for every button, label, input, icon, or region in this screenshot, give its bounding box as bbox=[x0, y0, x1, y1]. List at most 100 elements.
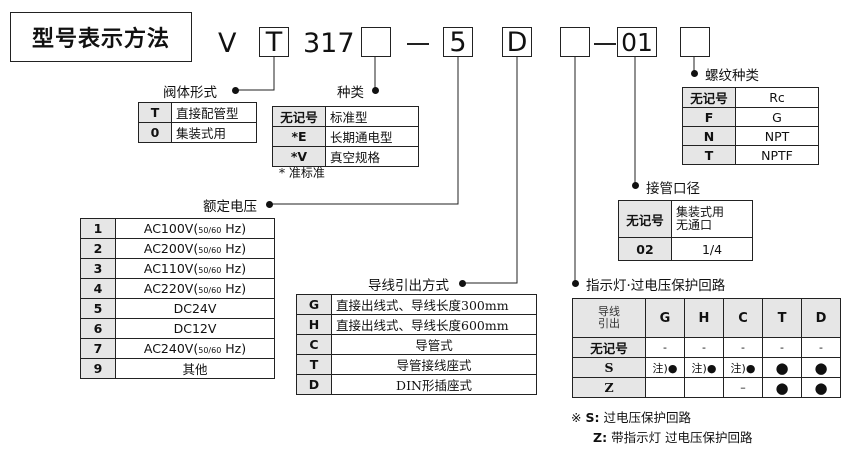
code-series-box: T bbox=[259, 27, 289, 57]
port-size-label: 接管口径 bbox=[646, 181, 700, 197]
indicator-cell: ● bbox=[762, 357, 802, 378]
voltage-value: DC24V bbox=[115, 298, 275, 319]
indicator-note-s: ※ S: 过电压保护回路 bbox=[571, 410, 691, 425]
indicator-key: S bbox=[572, 357, 646, 378]
valve-form-label: 阀体形式 bbox=[163, 85, 217, 101]
indicator-col-header: G bbox=[645, 298, 685, 338]
code-dash-1 bbox=[407, 43, 429, 45]
indicator-key: 无记号 bbox=[572, 337, 646, 358]
thread-dot bbox=[691, 70, 698, 77]
wiring-key: T bbox=[296, 354, 332, 375]
voltage-key: 3 bbox=[80, 258, 116, 279]
wiring-label: 导线引出方式 bbox=[368, 278, 449, 294]
indicator-cell: 注)● bbox=[645, 357, 685, 378]
indicator-label: 指示灯·过电压保护回路 bbox=[586, 278, 726, 294]
voltage-label: 额定电压 bbox=[203, 199, 257, 215]
indicator-cell: 注)● bbox=[723, 357, 763, 378]
code-port-box: 01 bbox=[617, 27, 657, 57]
indicator-dot bbox=[572, 280, 579, 287]
voltage-key: 2 bbox=[80, 238, 116, 259]
wiring-dot bbox=[459, 280, 466, 287]
wiring-key: G bbox=[296, 294, 332, 315]
voltage-value: 其他 bbox=[115, 358, 275, 379]
indicator-cell: ● bbox=[762, 377, 802, 398]
code-thread-box bbox=[680, 27, 710, 57]
port-size-dot bbox=[632, 182, 639, 189]
indicator-col-header: C bbox=[723, 298, 763, 338]
indicator-cell: 注)● bbox=[684, 357, 724, 378]
kind-note: * 准标准 bbox=[279, 166, 325, 180]
voltage-value: DC12V bbox=[115, 318, 275, 339]
valve-form-dot bbox=[232, 87, 239, 94]
code-prefix: V bbox=[218, 28, 237, 59]
indicator-cell: - bbox=[645, 337, 685, 358]
wiring-value: 导管式 bbox=[331, 334, 537, 355]
code-number: 317 bbox=[303, 28, 355, 59]
kind-dot bbox=[372, 87, 379, 94]
indicator-col-header: T bbox=[762, 298, 802, 338]
wiring-key: C bbox=[296, 334, 332, 355]
wiring-value: 直接出线式、导线长度600mm bbox=[331, 314, 537, 335]
voltage-key: 1 bbox=[80, 218, 116, 239]
indicator-col-header: D bbox=[801, 298, 841, 338]
indicator-key: Z bbox=[572, 377, 646, 398]
table-row: 无记号标准型 bbox=[272, 106, 419, 127]
indicator-cell: - bbox=[684, 337, 724, 358]
code-wiring-box: D bbox=[502, 27, 532, 57]
indicator-cell: - bbox=[801, 337, 841, 358]
indicator-note-z: Z: 带指示灯 过电压保护回路 bbox=[593, 430, 753, 445]
voltage-value: AC100V(50/60 Hz) bbox=[115, 218, 275, 239]
indicator-cell: ● bbox=[801, 377, 841, 398]
voltage-key: 9 bbox=[80, 358, 116, 379]
code-indicator-box bbox=[560, 27, 590, 57]
voltage-value: AC110V(50/60 Hz) bbox=[115, 258, 275, 279]
thread-label: 螺纹种类 bbox=[705, 68, 759, 84]
voltage-key: 4 bbox=[80, 278, 116, 299]
voltage-value: AC200V(50/60 Hz) bbox=[115, 238, 275, 259]
page-title: 型号表示方法 bbox=[10, 12, 192, 62]
table-row: 无记号----- bbox=[572, 337, 841, 358]
table-row: 无记号 集装式用 无通口 bbox=[618, 200, 753, 238]
indicator-cell: - bbox=[723, 337, 763, 358]
indicator-col-header: H bbox=[684, 298, 724, 338]
voltage-key: 5 bbox=[80, 298, 116, 319]
voltage-dot bbox=[266, 201, 273, 208]
code-dash-2 bbox=[594, 43, 616, 45]
kind-label: 种类 bbox=[337, 85, 364, 101]
indicator-cell: - bbox=[762, 337, 802, 358]
code-voltage-box: 5 bbox=[443, 27, 473, 57]
indicator-cell: ● bbox=[801, 357, 841, 378]
voltage-key: 7 bbox=[80, 338, 116, 359]
voltage-key: 6 bbox=[80, 318, 116, 339]
wiring-key: H bbox=[296, 314, 332, 335]
indicator-cell bbox=[684, 377, 724, 398]
